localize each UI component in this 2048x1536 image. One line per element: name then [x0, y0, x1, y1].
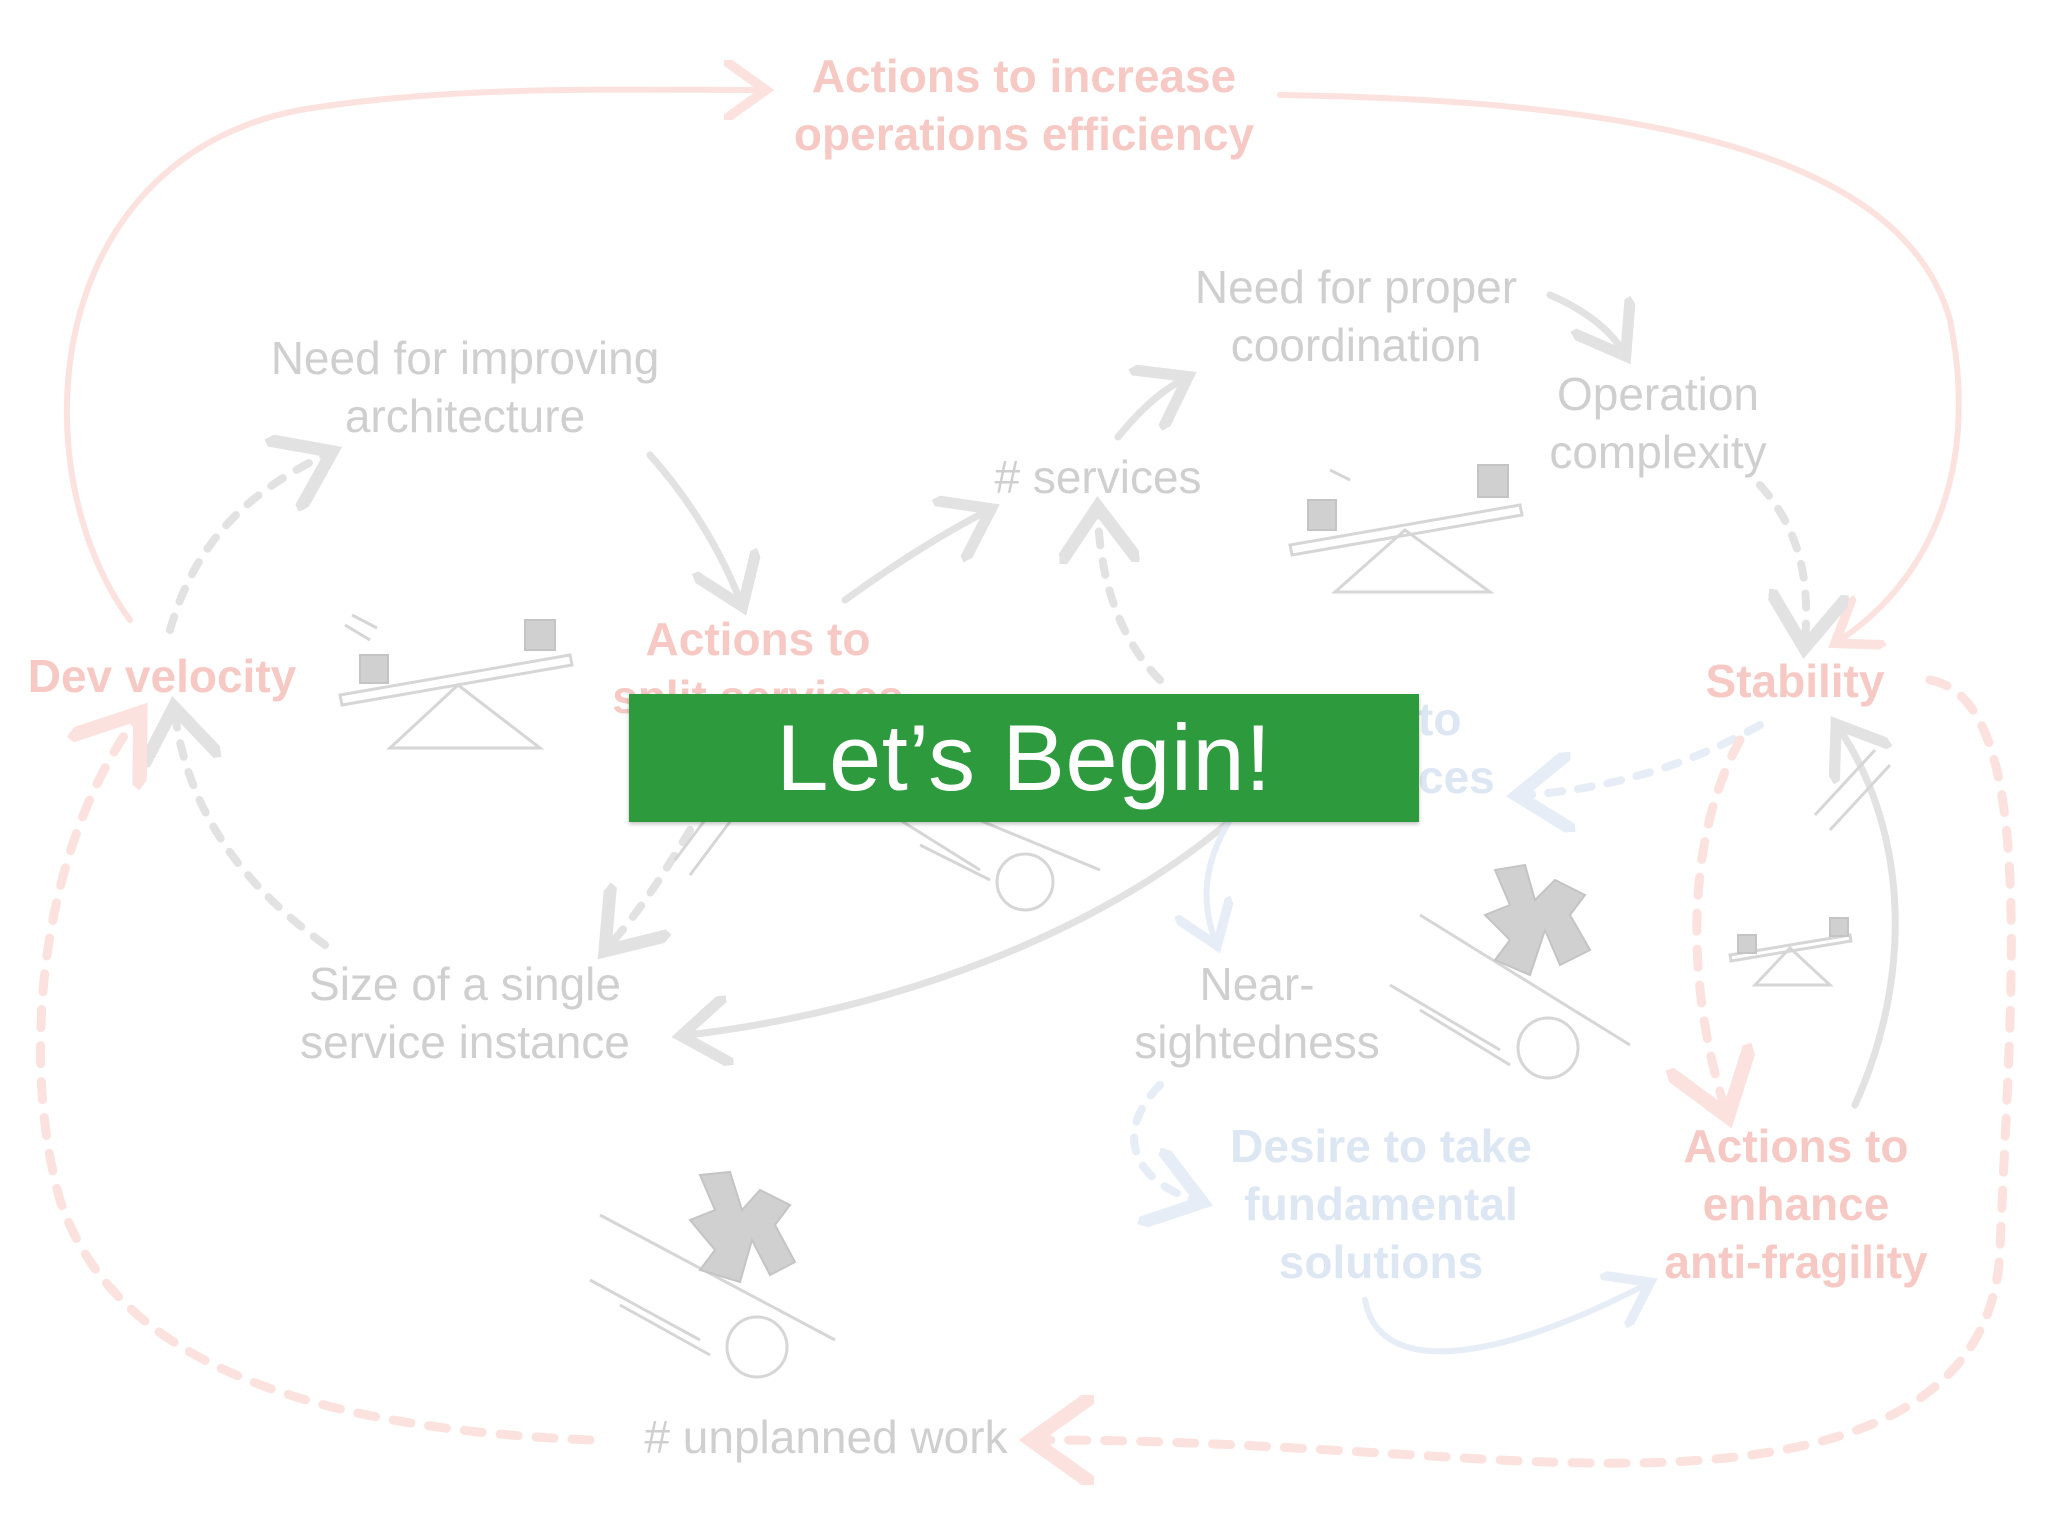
arrow-stability-to-antifragility	[1697, 735, 1740, 1108]
arrow-antifragility-to-stability	[1840, 730, 1899, 1109]
node-stability: Stability	[1706, 655, 1885, 707]
connectors	[36, 90, 2016, 1464]
arrow-devvelocity-to-architecture	[166, 455, 325, 634]
svg-text:enhance: enhance	[1703, 1178, 1890, 1230]
arrow-complexity-to-stability	[1756, 481, 1806, 640]
node-actions-to-services-partial: to ces	[1418, 693, 1495, 803]
balance-scale-icon	[338, 613, 574, 750]
node-operation-complexity: Operation complexity	[1549, 368, 1766, 478]
arrow-devvelocity-to-opsefficiency	[63, 90, 760, 623]
svg-text:Desire to take: Desire to take	[1230, 1120, 1532, 1172]
svg-text:ces: ces	[1418, 751, 1495, 803]
svg-text:coordination: coordination	[1231, 319, 1482, 371]
arrow-unplanned-to-devvelocity	[36, 720, 595, 1445]
node-size-single-service: Size of a single service instance	[300, 958, 630, 1068]
arrow-arc-to-size	[688, 821, 1229, 1035]
node-dev-velocity: Dev velocity	[28, 650, 297, 702]
svg-text:Actions to: Actions to	[1684, 1120, 1909, 1172]
node-unplanned-work: # unplanned work	[644, 1411, 1008, 1463]
node-near-sightedness: Near- sightedness	[1134, 958, 1380, 1068]
arrow-opsefficiency-to-stability	[1277, 92, 1962, 640]
balance-scale-icon	[1728, 917, 1853, 987]
svg-text:fundamental: fundamental	[1244, 1178, 1517, 1230]
arrow-split-to-size	[610, 826, 694, 945]
svg-text:Need for improving: Need for improving	[271, 332, 660, 384]
svg-text:to: to	[1418, 693, 1461, 745]
node-actions-antifragility: Actions to enhance anti-fragility	[1664, 1120, 1928, 1288]
svg-text:service instance: service instance	[300, 1016, 630, 1068]
node-need-proper-coordination: Need for proper coordination	[1195, 261, 1517, 371]
arrow-stability-to-services	[1525, 721, 1764, 795]
svg-text:sightedness: sightedness	[1134, 1016, 1380, 1068]
arrow-to-services-dashed	[1098, 515, 1164, 684]
svg-text:solutions: solutions	[1279, 1236, 1483, 1288]
arrow-size-to-devvelocity	[175, 715, 329, 949]
balance-scale-icon	[1288, 464, 1524, 594]
svg-text:anti-fragility: anti-fragility	[1664, 1236, 1928, 1288]
arrow-stability-to-unplanned	[1040, 675, 2016, 1463]
svg-text:operations efficiency: operations efficiency	[794, 108, 1255, 160]
svg-text:complexity: complexity	[1549, 426, 1766, 478]
node-services: # services	[994, 451, 1201, 503]
lets-begin-banner: Let’s Begin!	[629, 694, 1419, 822]
svg-text:architecture: architecture	[345, 390, 585, 442]
banner-title: Let’s Begin!	[776, 705, 1272, 810]
snowball-icon	[589, 1170, 836, 1379]
arrow-architecture-to-split	[646, 451, 740, 600]
svg-text:Size of a single: Size of a single	[309, 958, 621, 1010]
svg-text:Near-: Near-	[1199, 958, 1314, 1010]
node-actions-ops-efficiency: Actions to increase operations efficienc…	[794, 50, 1255, 160]
arrow-split-to-services	[841, 512, 985, 604]
node-need-improving-architecture: Need for improving architecture	[271, 332, 660, 442]
arrow-services-to-coordination	[1114, 380, 1182, 441]
arrow-desire-to-antifragility	[1362, 1285, 1645, 1355]
svg-text:Operation: Operation	[1557, 368, 1759, 420]
svg-text:Actions to: Actions to	[646, 613, 871, 665]
svg-text:Actions to increase: Actions to increase	[812, 50, 1236, 102]
arrow-coordination-to-complexity	[1546, 291, 1622, 350]
arrow-nearsighted-to-desire	[1130, 1081, 1195, 1200]
arrow-to-nearsightedness	[1207, 817, 1230, 940]
svg-text:Need for proper: Need for proper	[1195, 261, 1517, 313]
snowball-icon	[1389, 863, 1631, 1080]
node-desire-fundamental: Desire to take fundamental solutions	[1230, 1120, 1532, 1288]
